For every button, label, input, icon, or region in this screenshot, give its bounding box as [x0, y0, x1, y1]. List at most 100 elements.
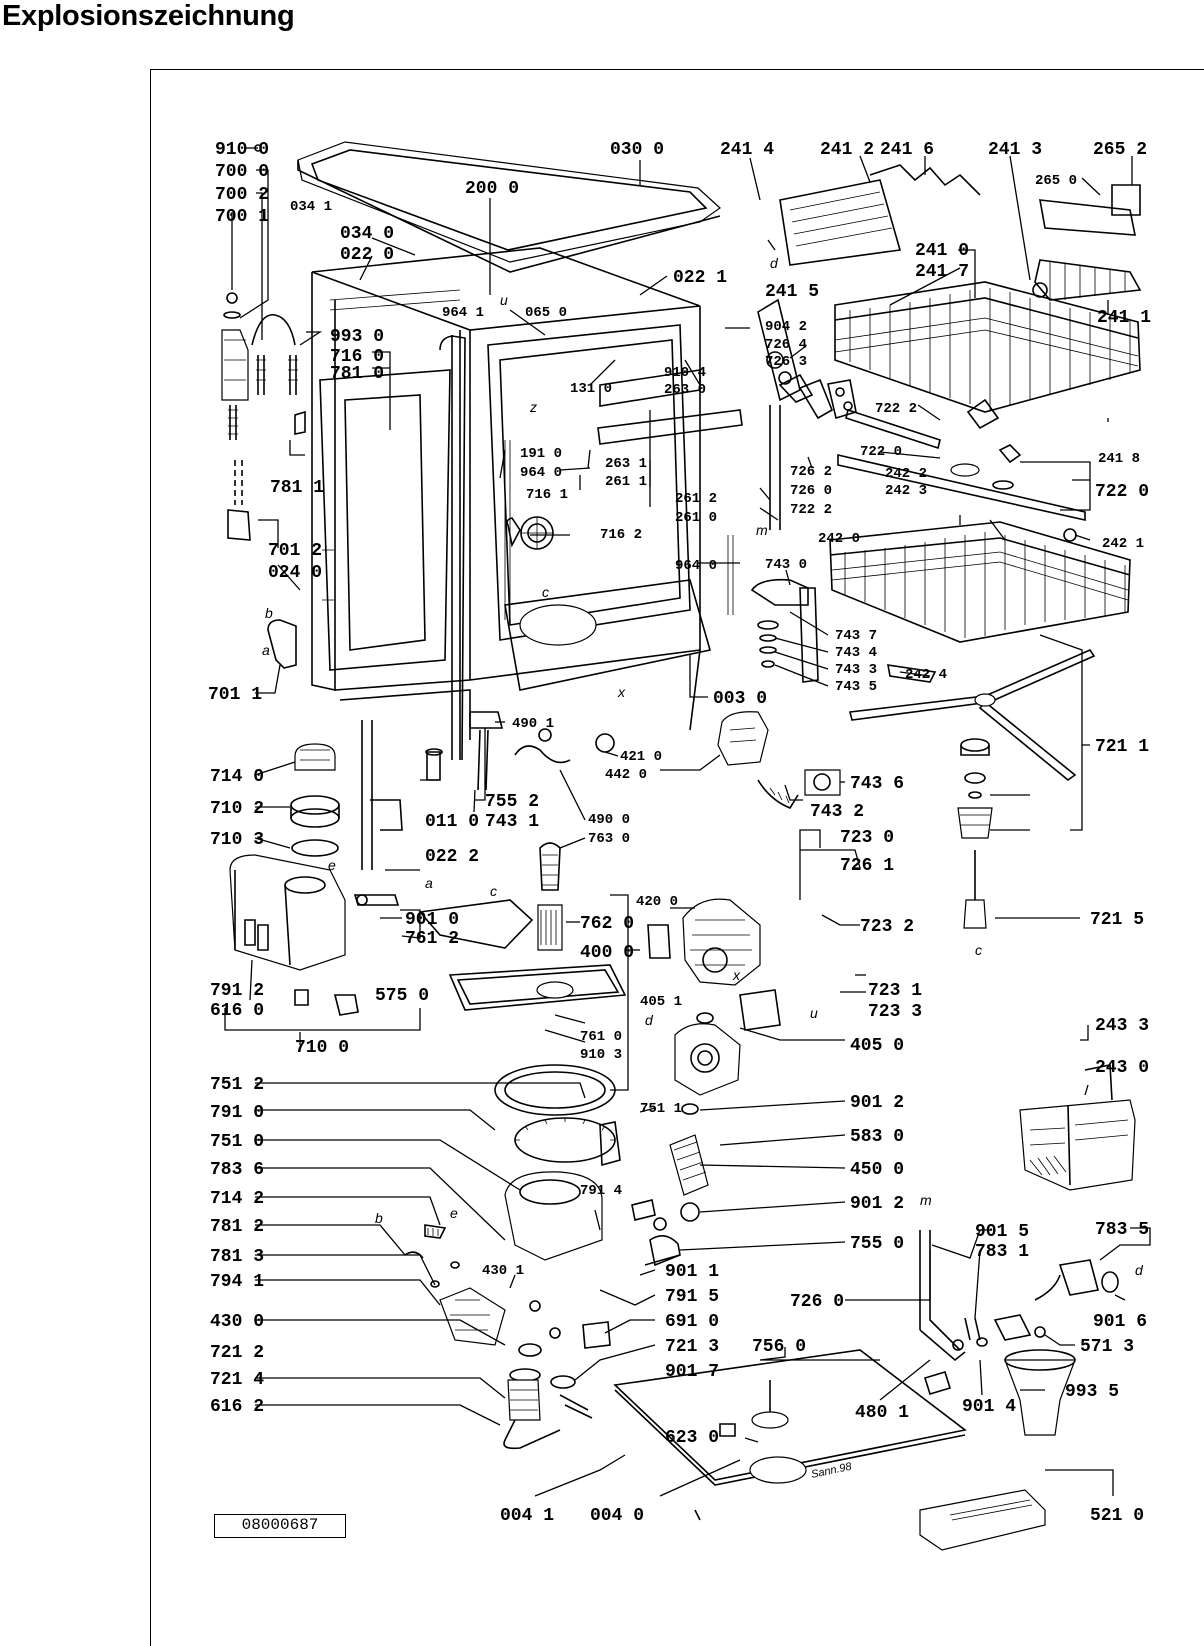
- label-241-7: 241 7: [915, 262, 969, 282]
- label-743-2: 743 2: [810, 802, 864, 822]
- label-691-0: 691 0: [665, 1312, 719, 1332]
- label-241-5: 241 5: [765, 282, 819, 302]
- marker-c: c: [542, 584, 549, 600]
- base-plate: [613, 1349, 967, 1521]
- label-722-2-lower: 722 2: [790, 502, 832, 518]
- label-242-4: 242 4: [905, 667, 947, 683]
- label-241-2: 241 2: [820, 140, 874, 160]
- marker-d: d: [770, 255, 779, 271]
- label-743-0: 743 0: [765, 557, 807, 573]
- label-791-0: 791 0: [210, 1103, 264, 1123]
- label-022-1: 022 1: [673, 268, 727, 288]
- label-756-0: 756 0: [752, 1337, 806, 1357]
- motor-pump: [644, 898, 781, 1267]
- label-263-0: 263 0: [664, 382, 706, 398]
- spray-arm-lower: [849, 648, 1096, 929]
- label-716-1: 716 1: [526, 487, 568, 503]
- label-910-0: 910 0: [215, 140, 269, 160]
- label-743-4: 743 4: [835, 645, 877, 661]
- label-901-1: 901 1: [665, 1262, 719, 1282]
- label-721-2: 721 2: [210, 1343, 264, 1363]
- label-241-0: 241 0: [915, 241, 969, 261]
- label-191-0: 191 0: [520, 446, 562, 462]
- label-721-3: 721 3: [665, 1337, 719, 1357]
- cutlery-basket: [1019, 1064, 1136, 1191]
- label-726-3: 726 3: [765, 354, 807, 370]
- label-964-1: 964 1: [442, 305, 484, 321]
- label-241-3: 241 3: [988, 140, 1042, 160]
- label-583-0: 583 0: [850, 1127, 904, 1147]
- label-901-0: 901 0: [405, 910, 459, 930]
- marker-u2: u: [810, 1005, 818, 1021]
- marker-m2: m: [920, 1192, 932, 1208]
- water-softener-parts: [919, 1230, 1119, 1436]
- label-241-8: 241 8: [1098, 451, 1140, 467]
- label-901-6: 901 6: [1093, 1312, 1147, 1332]
- label-616-0: 616 0: [210, 1001, 264, 1021]
- marker-a2: a: [425, 875, 433, 891]
- label-993-0: 993 0: [330, 327, 384, 347]
- label-265-0: 265 0: [1035, 173, 1077, 189]
- label-783-5: 783 5: [1095, 1220, 1149, 1240]
- label-761-2: 761 2: [405, 929, 459, 949]
- label-243-3: 243 3: [1095, 1016, 1149, 1036]
- label-242-1: 242 1: [1102, 536, 1144, 552]
- label-710-3: 710 3: [210, 830, 264, 850]
- filter-parts: [448, 842, 627, 1011]
- label-781-0: 781 0: [330, 364, 384, 384]
- label-242-0: 242 0: [818, 531, 860, 547]
- label-442-0: 442 0: [605, 767, 647, 783]
- label-721-1: 721 1: [1095, 737, 1149, 757]
- label-034-0: 034 0: [340, 224, 394, 244]
- label-011-0: 011 0: [425, 812, 479, 832]
- label-791-4: 791 4: [580, 1183, 622, 1199]
- label-261-1: 261 1: [605, 474, 647, 490]
- label-420-0: 420 0: [636, 894, 678, 910]
- label-243-0: 243 0: [1095, 1058, 1149, 1078]
- label-265-2: 265 2: [1093, 140, 1147, 160]
- door-seal: [439, 335, 466, 761]
- top-cover: [254, 141, 721, 273]
- label-993-5: 993 5: [1065, 1382, 1119, 1402]
- label-714-0: 714 0: [210, 767, 264, 787]
- label-743-3: 743 3: [835, 662, 877, 678]
- drawing-signature: Sann.98: [810, 1460, 853, 1480]
- control-panel: [919, 1489, 1046, 1551]
- marker-x2: x: [732, 967, 741, 983]
- label-450-0: 450 0: [850, 1160, 904, 1180]
- connection-markers: a b c z x u m d e a c c u d x b e m d: [262, 255, 1144, 1278]
- label-242-3: 242 3: [885, 483, 927, 499]
- marker-c2: c: [490, 883, 497, 899]
- label-763-0: 763 0: [588, 831, 630, 847]
- label-751-0: 751 0: [210, 1132, 264, 1152]
- label-480-1: 480 1: [855, 1403, 909, 1423]
- label-964-0-right: 964 0: [675, 558, 717, 574]
- marker-e: e: [328, 857, 336, 873]
- label-700-1: 700 1: [215, 207, 269, 227]
- marker-u: u: [500, 292, 508, 308]
- sump-assembly: [404, 1064, 667, 1450]
- leader-lines: [224, 147, 1151, 1497]
- label-716-2: 716 2: [600, 527, 642, 543]
- label-726-2: 726 2: [790, 464, 832, 480]
- bracket-parts: [353, 711, 615, 949]
- label-421-0: 421 0: [620, 749, 662, 765]
- label-910-4: 910 4: [664, 365, 706, 381]
- label-726-1: 726 1: [840, 856, 894, 876]
- spray-arm-upper: [778, 373, 1086, 521]
- label-762-0: 762 0: [580, 914, 634, 934]
- label-901-4: 901 4: [962, 1397, 1016, 1417]
- label-910-3: 910 3: [580, 1047, 622, 1063]
- tub-inner: [487, 324, 743, 691]
- label-743-6: 743 6: [850, 774, 904, 794]
- label-751-2: 751 2: [210, 1075, 264, 1095]
- page-heading: Explosionszeichnung: [2, 0, 295, 32]
- marker-d2: d: [645, 1012, 654, 1028]
- label-003-0: 003 0: [713, 689, 767, 709]
- label-521-0: 521 0: [1090, 1506, 1144, 1526]
- label-721-5: 721 5: [1090, 910, 1144, 930]
- label-743-5: 743 5: [835, 679, 877, 695]
- label-710-2: 710 2: [210, 799, 264, 819]
- label-904-2: 904 2: [765, 319, 807, 335]
- label-791-2: 791 2: [210, 981, 264, 1001]
